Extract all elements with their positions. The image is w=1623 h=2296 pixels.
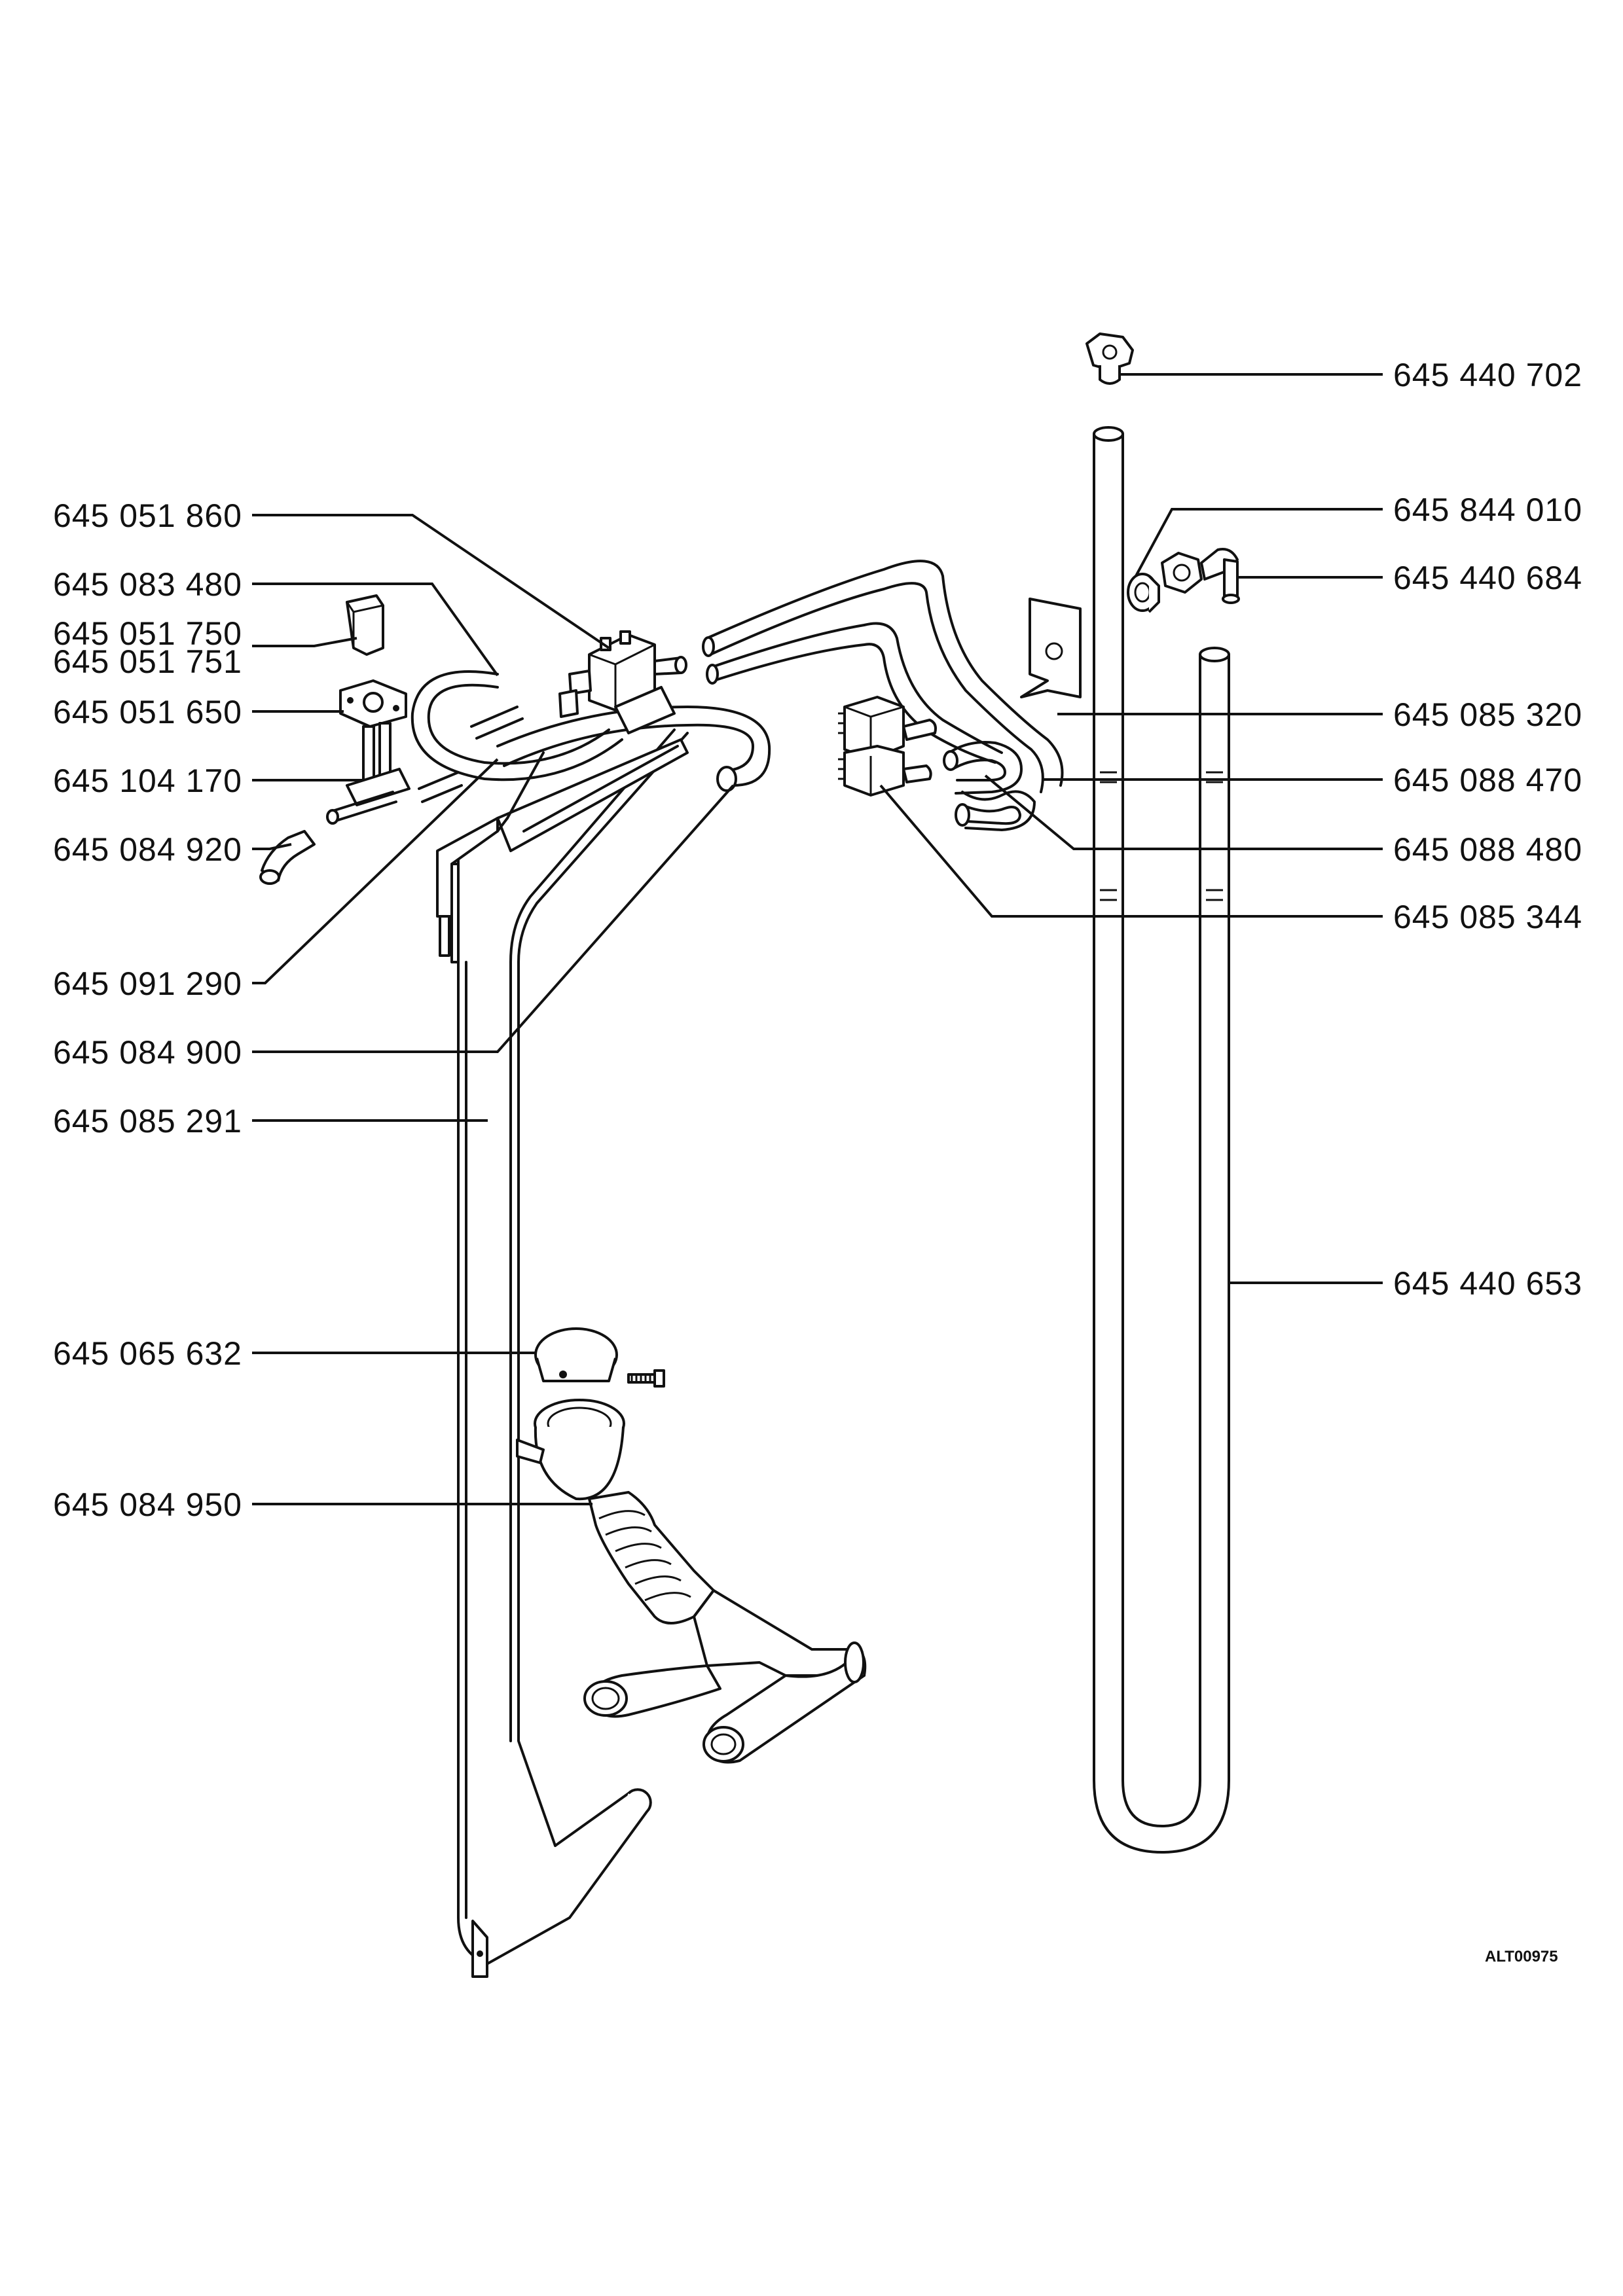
left-hose-loop <box>496 706 771 792</box>
fitting-104-170 <box>326 706 524 825</box>
clip-051-750 <box>346 594 384 656</box>
hose-084-920 <box>259 830 316 885</box>
part-number-label: 645 083 480 <box>52 566 242 603</box>
sump-084-950 <box>516 1399 867 1764</box>
ringnut-844-010 <box>1127 573 1160 613</box>
part-number-label: 645 051 751 <box>52 643 242 680</box>
part-number-label: 645 844 010 <box>1393 492 1583 528</box>
part-number-label: 645 440 702 <box>1393 357 1583 393</box>
part-number-label: 645 084 950 <box>52 1486 242 1523</box>
nut-440-702 <box>1085 332 1134 385</box>
valve-051-860 <box>558 630 687 734</box>
supply-hose <box>702 560 1064 793</box>
drawing-code: ALT00975 <box>1485 1948 1558 1965</box>
part-number-label: 645 440 653 <box>1393 1265 1583 1302</box>
part-number-label: 645 088 470 <box>1393 762 1583 798</box>
part-number-label: 645 088 480 <box>1393 831 1583 868</box>
part-number-label: 645 051 860 <box>52 497 242 534</box>
part-number-label: 645 440 684 <box>1393 560 1583 596</box>
part-number-label: 645 065 632 <box>52 1335 242 1372</box>
part-number-label: 645 085 344 <box>1393 899 1583 935</box>
part-number-label: 645 084 900 <box>52 1034 242 1071</box>
gasket-051-650 <box>339 679 407 728</box>
bracket-085-320 <box>1020 598 1082 698</box>
part-number-label: 645 084 920 <box>52 831 242 868</box>
hose-083-480 <box>410 670 623 781</box>
left-tube-junction <box>436 738 689 963</box>
cover-065-632 <box>534 1327 665 1388</box>
part-number-label: 645 085 320 <box>1393 696 1583 733</box>
leader-lines <box>252 373 1383 1505</box>
part-number-label: 645 085 291 <box>52 1103 242 1139</box>
part-number-label: 645 104 170 <box>52 762 242 799</box>
valve-085-344 <box>838 696 937 797</box>
right-u-tube <box>1093 426 1230 1854</box>
elbow-440-684 <box>1161 548 1240 604</box>
part-number-label: 645 051 750 <box>52 615 242 652</box>
part-number-label: 645 091 290 <box>52 965 242 1002</box>
part-number-label: 645 051 650 <box>52 694 242 730</box>
u-hoses-088 <box>943 741 1036 831</box>
